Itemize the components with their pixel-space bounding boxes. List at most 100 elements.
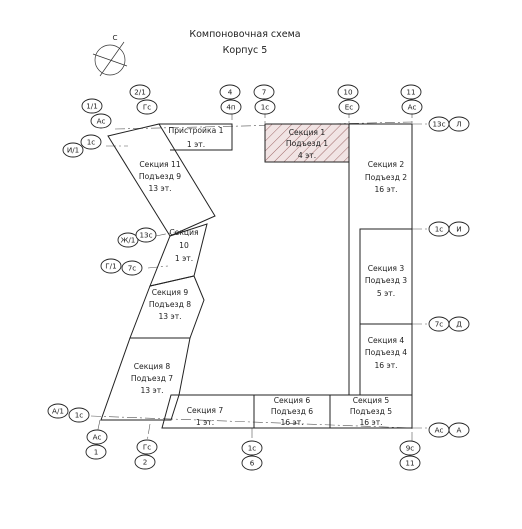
axis-label: 6 — [250, 459, 255, 468]
north-arrow-icon — [92, 41, 128, 77]
svg-text:Секция 8: Секция 8 — [134, 362, 171, 371]
svg-text:Секция 6: Секция 6 — [274, 396, 311, 405]
axis-label: 13с — [432, 120, 445, 129]
axis-bubble-a-1c-r: 1с — [428, 221, 450, 237]
axis-label: 1/1 — [86, 102, 98, 111]
axis-bubble-outline — [80, 134, 102, 150]
axis-label: Гс — [143, 443, 151, 452]
axis-bubble-a-ac-t: Ас — [401, 99, 423, 115]
axis-bubble-a-1c-t: 1с — [254, 99, 276, 115]
axis-bubble-a-i-1: И/1 — [62, 142, 84, 158]
section-2-label: Секция 2 Подъезд 2 16 эт. — [365, 160, 407, 194]
axis-bubble-a-1c-tl: 1с — [80, 134, 102, 150]
axis-bubble-outline — [448, 316, 470, 332]
axis-bubble-outline — [134, 454, 156, 470]
axis-bubble-outline — [399, 440, 421, 456]
svg-text:13 эт.: 13 эт. — [148, 184, 171, 193]
svg-text:13 эт.: 13 эт. — [140, 386, 163, 395]
axis-bubble-a-zh-1: Ж/1 — [117, 232, 139, 248]
section-11-label: Секция 11 Подъезд 9 13 эт. — [139, 160, 181, 193]
section-8-label: Секция 8 Подъезд 7 13 эт. — [131, 362, 173, 395]
axis-label: 11 — [406, 88, 415, 97]
axis-label: 4п — [226, 103, 236, 112]
axis-bubble-outline — [86, 429, 108, 445]
svg-text:16 эт.: 16 эт. — [359, 418, 382, 427]
axis-label: Д — [456, 320, 462, 329]
svg-text:4 эт.: 4 эт. — [298, 151, 316, 160]
axis-label: 9с — [406, 444, 415, 453]
axis-bubble-outline — [219, 84, 241, 100]
axis-label: Ас — [408, 103, 417, 112]
svg-text:1 эт.: 1 эт. — [175, 254, 193, 263]
axis-bubble-outline — [337, 84, 359, 100]
axis-bubble-a-4: 4 — [219, 84, 241, 100]
axis-bubble-outline — [448, 116, 470, 132]
axis-bubble-outline — [254, 99, 276, 115]
svg-text:Секция 9: Секция 9 — [152, 288, 189, 297]
axis-bubble-a-2: 2 — [134, 454, 156, 470]
axis-label: 1 — [94, 448, 99, 457]
axis-bubble-outline — [68, 407, 90, 423]
axis-bubble-a-10: 10 — [337, 84, 359, 100]
axis-bubble-outline — [220, 99, 242, 115]
svg-text:Секция 1: Секция 1 — [289, 128, 326, 137]
section-9-label: Секция 9 Подъезд 8 13 эт. — [149, 288, 191, 321]
svg-text:Пристройка 1: Пристройка 1 — [169, 126, 224, 135]
axis-bubble-outline — [448, 221, 470, 237]
axis-label: 2 — [143, 458, 148, 467]
axis-label: Г/1 — [105, 262, 116, 271]
axis-bubble-a-a-1: А/1 — [47, 403, 69, 419]
axis-bubble-a-ac-r: Ас — [428, 422, 450, 438]
axis-label: 11 — [405, 459, 414, 468]
axis-bubble-a-i-r: И — [448, 221, 470, 237]
svg-text:Подъезд 1: Подъезд 1 — [286, 139, 328, 148]
axis-bubble-outline — [90, 113, 112, 129]
axis-label: И — [456, 225, 461, 234]
svg-text:5 эт.: 5 эт. — [377, 289, 395, 298]
axis-bubble-a-9c: 9с — [399, 440, 421, 456]
axis-bubble-outline — [401, 99, 423, 115]
svg-text:Секция 2: Секция 2 — [368, 160, 405, 169]
axis-bubble-outline — [135, 227, 157, 243]
svg-text:16 эт.: 16 эт. — [280, 418, 303, 427]
axis-bubble-a-d: Д — [448, 316, 470, 332]
axis-label: 10 — [343, 88, 353, 97]
svg-text:Секция 4: Секция 4 — [368, 336, 405, 345]
svg-text:1 эт.: 1 эт. — [187, 140, 205, 149]
svg-text:Подъезд 4: Подъезд 4 — [365, 348, 407, 357]
building-outline — [100, 123, 413, 429]
axis-bubble-a-13c: 13с — [428, 116, 450, 132]
section-pristroika-label: Пристройка 1 1 эт. — [169, 126, 224, 149]
axis-bubble-outline — [47, 403, 69, 419]
axis-bubble-a-7c-r: 7с — [428, 316, 450, 332]
axis-bubble-a-1c-bl: 1с — [68, 407, 90, 423]
axis-label: Ес — [345, 103, 354, 112]
svg-text:Подъезд 8: Подъезд 8 — [149, 300, 191, 309]
axis-label: 1с — [87, 138, 96, 147]
north-label: С — [112, 33, 117, 42]
section-1-label: Секция 1 Подъезд 1 4 эт. — [286, 128, 328, 160]
svg-text:16 эт.: 16 эт. — [374, 361, 397, 370]
axis-bubble-a-gc-t: Гс — [136, 99, 158, 115]
axis-bubble-a-1c-b: 1с — [241, 440, 263, 456]
svg-text:10: 10 — [179, 241, 189, 250]
axis-label: 1с — [261, 103, 270, 112]
axis-label: Ас — [435, 426, 444, 435]
svg-text:Подъезд 6: Подъезд 6 — [271, 407, 313, 416]
axis-bubble-a-gc-b: Гс — [136, 439, 158, 455]
axis-label: Гс — [143, 103, 151, 112]
axis-bubble-outline — [117, 232, 139, 248]
axis-label: 7с — [435, 320, 444, 329]
axis-bubble-outline — [129, 84, 151, 100]
axis-bubble-outline — [253, 84, 275, 100]
svg-text:Подъезд 3: Подъезд 3 — [365, 276, 407, 285]
axis-label: Ас — [93, 433, 102, 442]
axis-bubble-outline — [399, 455, 421, 471]
axis-bubble-a-4n: 4п — [220, 99, 242, 115]
axis-bubble-a-2-1: 2/1 — [129, 84, 151, 100]
axis-bubble-outline — [62, 142, 84, 158]
axis-label: 1с — [75, 411, 84, 420]
axis-label: 7 — [262, 88, 267, 97]
axis-bubble-outline — [81, 98, 103, 114]
